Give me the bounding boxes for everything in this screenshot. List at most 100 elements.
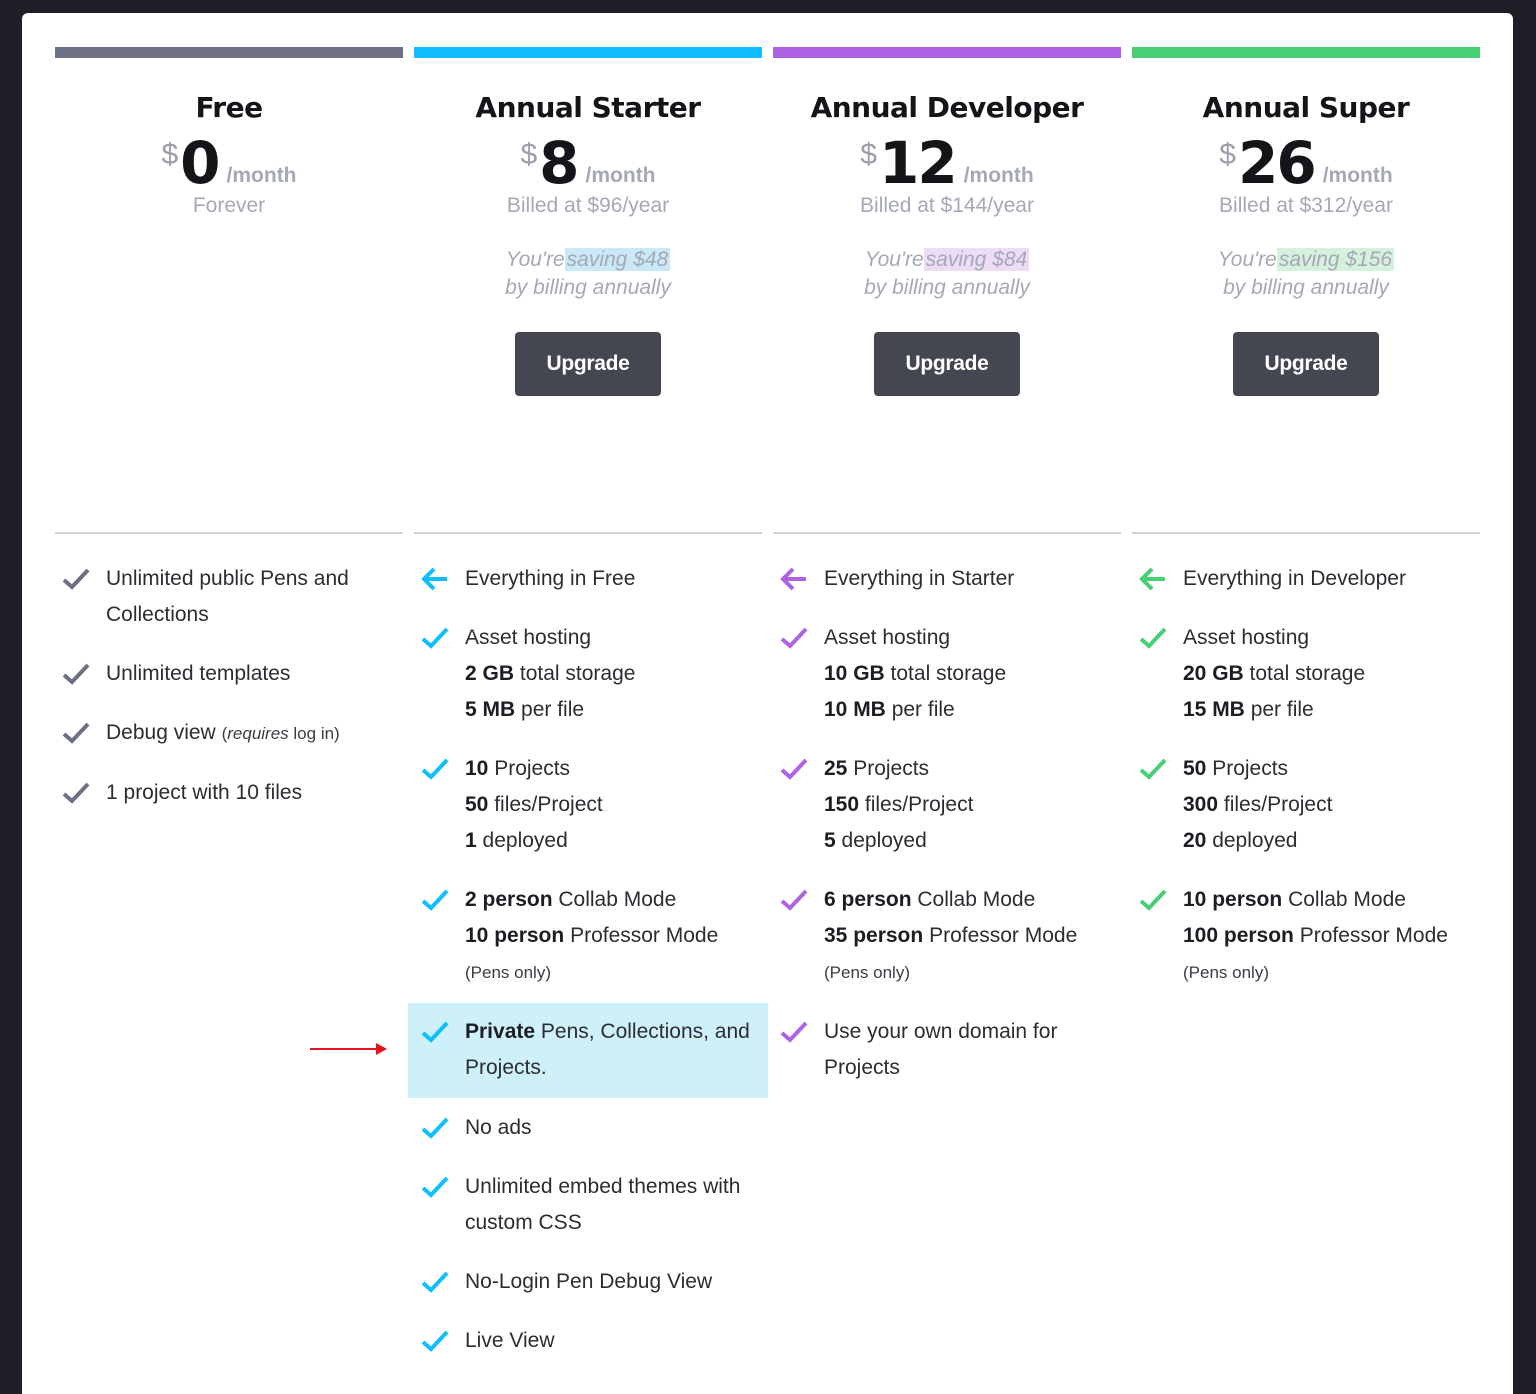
saving-prefix: You're — [864, 248, 924, 271]
feature-item: Unlimited embed themes with custom CSS — [414, 1169, 762, 1241]
billing-note: Forever — [192, 194, 266, 217]
feature-text: No ads — [465, 1116, 532, 1139]
feature-item: Live View — [414, 1323, 762, 1359]
collab-label: Collab Mode — [917, 888, 1036, 911]
projects-value: 10 — [465, 757, 489, 780]
feature-item: Unlimited templates — [55, 656, 403, 692]
currency-symbol: $ — [860, 138, 877, 171]
feature-item: 50 Projects 300 files/Project 20 deploye… — [1132, 751, 1480, 859]
feature-item: Asset hosting 2 GB total storage 5 MB pe… — [414, 620, 762, 728]
check-icon — [421, 1176, 449, 1198]
check-icon — [421, 1330, 449, 1352]
check-icon — [421, 627, 449, 649]
storage-label: total storage — [890, 662, 1007, 685]
saving-prefix: You're — [1217, 248, 1277, 271]
professor-value: 35 person — [824, 924, 924, 947]
feature-text: Everything in Free — [465, 567, 636, 590]
check-icon — [421, 1021, 449, 1043]
deployed-label: deployed — [1212, 829, 1298, 852]
divider — [55, 532, 403, 534]
price-period: /month — [585, 164, 656, 187]
projects-label: Projects — [494, 757, 571, 780]
feature-item: Everything in Developer — [1132, 561, 1480, 597]
check-icon — [62, 568, 90, 590]
feature-item: No ads — [414, 1110, 762, 1146]
billing-note: Billed at $312/year — [1219, 194, 1393, 217]
saving-amount: saving $84 — [923, 248, 1030, 271]
file-size-label: per file — [521, 698, 585, 721]
savings-note: You'resaving $84 by billing annually — [773, 246, 1121, 302]
billing-note: Billed at $96/year — [506, 194, 670, 217]
upgrade-button[interactable]: Upgrade — [874, 332, 1020, 396]
check-icon — [780, 758, 808, 780]
storage-label: total storage — [519, 662, 636, 685]
check-icon — [1139, 889, 1167, 911]
storage-value: 10 GB — [824, 662, 885, 685]
professor-label: Professor Mode — [929, 924, 1078, 947]
collab-value: 6 person — [824, 888, 912, 911]
savings-note: You'resaving $48 by billing annually — [414, 246, 762, 302]
feature-item: Asset hosting 20 GB total storage 15 MB … — [1132, 620, 1480, 728]
plan-name: Annual Developer — [810, 91, 1084, 124]
saving-prefix: You're — [505, 248, 565, 271]
check-icon — [1139, 758, 1167, 780]
feature-list-starter: Everything in Free Asset hosting 2 GB to… — [408, 561, 768, 1382]
deployed-value: 5 — [824, 829, 836, 852]
feature-item: Asset hosting 10 GB total storage 10 MB … — [773, 620, 1121, 728]
plan-color-bar — [414, 47, 762, 58]
feature-text: 1 project with 10 files — [106, 781, 303, 804]
feature-item-highlighted: Private Pens, Collections, and Projects. — [408, 1003, 768, 1098]
private-label: Private — [465, 1020, 536, 1043]
price-amount: 12 — [878, 129, 958, 197]
professor-label: Professor Mode — [1299, 924, 1448, 947]
files-label: files/Project — [1223, 793, 1333, 816]
feature-text: Asset hosting — [824, 626, 951, 649]
plan-color-bar — [1132, 47, 1480, 58]
feature-item: 6 person Collab Mode 35 person Professor… — [773, 882, 1121, 991]
collab-label: Collab Mode — [558, 888, 677, 911]
projects-label: Projects — [853, 757, 930, 780]
plan-super: Annual Super $ 26 /month Billed at $312/… — [1132, 47, 1480, 396]
deployed-value: 20 — [1183, 829, 1207, 852]
files-label: files/Project — [494, 793, 603, 816]
upgrade-button[interactable]: Upgrade — [1233, 332, 1379, 396]
currency-symbol: $ — [520, 138, 538, 171]
feature-item: 1 project with 10 files — [55, 775, 403, 811]
professor-value: 100 person — [1183, 924, 1294, 947]
price-period: /month — [1322, 164, 1393, 187]
feature-text: No-Login Pen Debug View — [465, 1270, 713, 1293]
files-label: files/Project — [864, 793, 974, 816]
price: $ 12 /month — [773, 132, 1121, 198]
divider — [1132, 532, 1480, 534]
pricing-panel: Free $ 0 /month Forever Unlimited public… — [22, 13, 1513, 1394]
projects-label: Projects — [1212, 757, 1289, 780]
note-italic: requires — [227, 724, 289, 743]
feature-list-super: Everything in Developer Asset hosting 20… — [1132, 561, 1480, 1014]
price-amount: 8 — [539, 129, 579, 197]
price-period: /month — [963, 164, 1034, 187]
price: $ 26 /month — [1132, 132, 1480, 198]
saving-suffix: by billing annually — [1223, 276, 1389, 299]
feature-item: No-Login Pen Debug View — [414, 1264, 762, 1300]
savings-note: You'resaving $156 by billing annually — [1132, 246, 1480, 302]
price-amount: 0 — [180, 129, 220, 197]
annotation-arrow-icon — [310, 1043, 387, 1055]
feature-text: Asset hosting — [465, 626, 592, 649]
feature-text: Live View — [465, 1329, 555, 1352]
saving-suffix: by billing annually — [505, 276, 671, 299]
arrow-left-icon — [780, 567, 806, 591]
feature-text: Everything in Starter — [824, 567, 1015, 590]
professor-label: Professor Mode — [570, 924, 719, 947]
plan-starter: Annual Starter $ 8 /month Billed at $96/… — [414, 47, 762, 396]
upgrade-button[interactable]: Upgrade — [515, 332, 661, 396]
arrow-left-icon — [1139, 567, 1165, 591]
feature-item: 25 Projects 150 files/Project 5 deployed — [773, 751, 1121, 859]
file-size-value: 15 MB — [1183, 698, 1245, 721]
plan-color-bar — [55, 47, 403, 58]
file-size-label: per file — [891, 698, 955, 721]
file-size-label: per file — [1250, 698, 1314, 721]
projects-value: 50 — [1183, 757, 1207, 780]
file-size-value: 5 MB — [465, 698, 516, 721]
feature-text: Debug view — [106, 721, 216, 744]
check-icon — [421, 1271, 449, 1293]
